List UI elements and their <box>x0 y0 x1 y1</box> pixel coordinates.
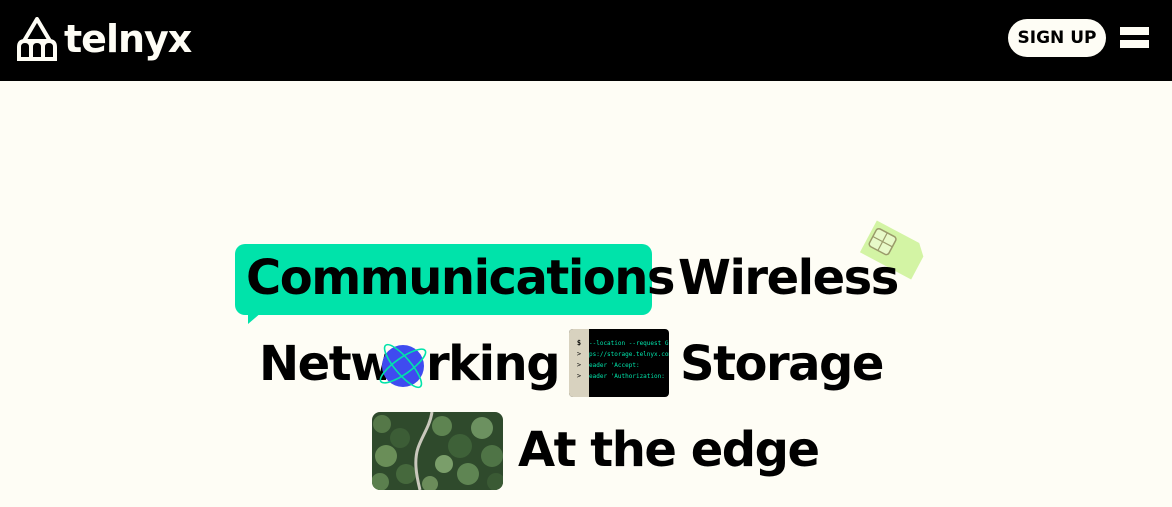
globe-icon <box>379 343 427 389</box>
terminal-snippet: $ > > > --location --request GET \ ps://… <box>569 329 669 397</box>
word-wireless[interactable]: Wireless <box>678 250 899 306</box>
sign-up-button[interactable]: SIGN UP <box>1008 19 1106 57</box>
communications-highlight-bubble <box>235 244 652 315</box>
word-storage[interactable]: Storage <box>680 336 884 392</box>
terminal-prompt: > <box>576 361 582 369</box>
terminal-body: --location --request GET \ ps://storage.… <box>589 329 669 397</box>
site-header: telnyx SIGN UP <box>0 0 1172 81</box>
forest-road-image <box>372 412 503 490</box>
bubble-tail <box>248 312 262 324</box>
logo-wordmark: telnyx <box>64 17 192 61</box>
sim-card-icon <box>859 220 924 280</box>
telnyx-logo-icon <box>17 17 57 61</box>
terminal-prompt: > <box>576 350 582 358</box>
word-networking-end[interactable]: rking <box>426 336 561 392</box>
terminal-prompt: > <box>576 372 582 380</box>
telnyx-logo[interactable]: telnyx <box>16 16 192 62</box>
menu-bar <box>1120 40 1149 48</box>
word-at-the-edge[interactable]: At the edge <box>518 422 820 478</box>
terminal-gutter: $ > > > <box>569 329 589 397</box>
menu-bar <box>1120 27 1149 35</box>
word-communications[interactable]: Communications <box>246 250 676 306</box>
terminal-line: eader 'Accept: <box>589 362 640 369</box>
terminal-line: eader 'Authorization: <box>589 373 665 380</box>
terminal-prompt: $ <box>576 339 582 347</box>
terminal-line: --location --request GET \ <box>589 340 669 347</box>
terminal-line: ps://storage.telnyx.com/my <box>589 351 669 358</box>
word-networking-start[interactable]: Netw <box>259 336 395 392</box>
hamburger-menu-icon[interactable] <box>1120 27 1149 51</box>
